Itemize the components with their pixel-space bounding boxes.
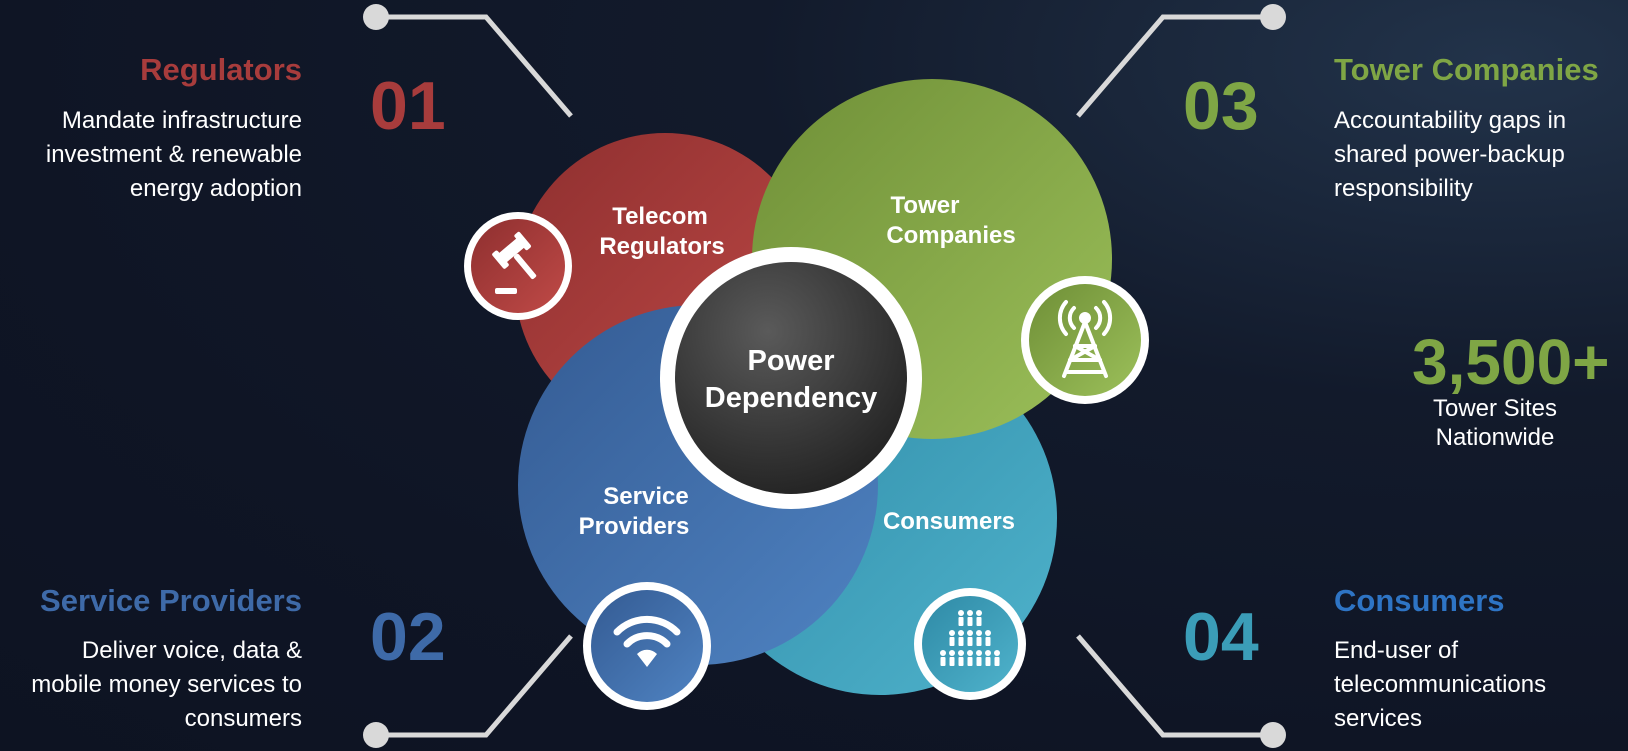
center-label-line1: Power [747,345,834,377]
connector-line-03 [1076,14,1273,118]
gavel-icon [492,231,537,294]
heading-consumers: Consumers [1334,583,1505,618]
desc-line: mobile money services to [31,671,302,698]
connector-line-04 [1076,634,1273,738]
consumers-circle-label: Consumers [883,508,1015,535]
desc-line: shared power-backup [1334,141,1565,168]
number-03: 03 [1183,68,1259,144]
wifi-badge [583,582,711,710]
people-group-icon [940,610,1000,666]
number-04: 04 [1183,599,1259,675]
desc-line: energy adoption [129,175,302,202]
stat-label-line1: Tower Sites [1432,395,1558,422]
stat-value: 3,500+ [1412,326,1610,398]
telecom-label-line1: Telecom [612,203,708,230]
telecom-label-line2: Regulators [599,233,724,260]
tower-label-line1: Tower [891,192,960,219]
connector-line-02 [376,634,573,738]
stat-label-line2: Nationwide [1435,424,1555,451]
desc-line: Mandate infrastructure [61,107,302,134]
desc-line: responsibility [1334,175,1473,202]
connector-dot-04 [1260,722,1286,748]
desc-line: End-user of [1334,637,1459,664]
desc-regulators: Mandate infrastructure investment & rene… [46,104,302,206]
tower-badge [1021,276,1149,404]
heading-tower-companies: Tower Companies [1334,52,1599,87]
desc-line: services [1334,705,1423,732]
connector-line-01 [376,14,573,118]
stat-block: 3,500+ Tower Sites Nationwide [1390,326,1610,452]
desc-line: Accountability gaps in [1334,107,1567,134]
connector-dot-02 [363,722,389,748]
tower-antenna-icon [1057,300,1113,378]
desc-line: investment & renewable [45,141,302,168]
tower-label-line2: Companies [886,222,1015,249]
desc-service-providers: Deliver voice, data & mobile money servi… [31,634,302,736]
center-circle [675,262,907,494]
connector-dot-03 [1260,4,1286,30]
number-01: 01 [370,68,446,144]
desc-line: Deliver voice, data & [81,637,302,664]
desc-tower-companies: Accountability gaps in shared power-back… [1334,104,1566,206]
number-02: 02 [370,599,446,675]
center-label-line2: Dependency [705,382,877,414]
desc-line: telecommunications [1334,671,1547,698]
wifi-icon [613,615,681,648]
desc-line: consumers [184,705,302,732]
desc-consumers: End-user of telecommunications services [1334,634,1546,736]
service-label-line1: Service [603,483,688,510]
connector-dot-01 [363,4,389,30]
people-badge [914,588,1026,700]
heading-regulators: Regulators [140,52,302,87]
heading-service-providers: Service Providers [40,583,302,618]
gavel-badge [464,212,572,320]
service-label-line2: Providers [579,513,690,540]
